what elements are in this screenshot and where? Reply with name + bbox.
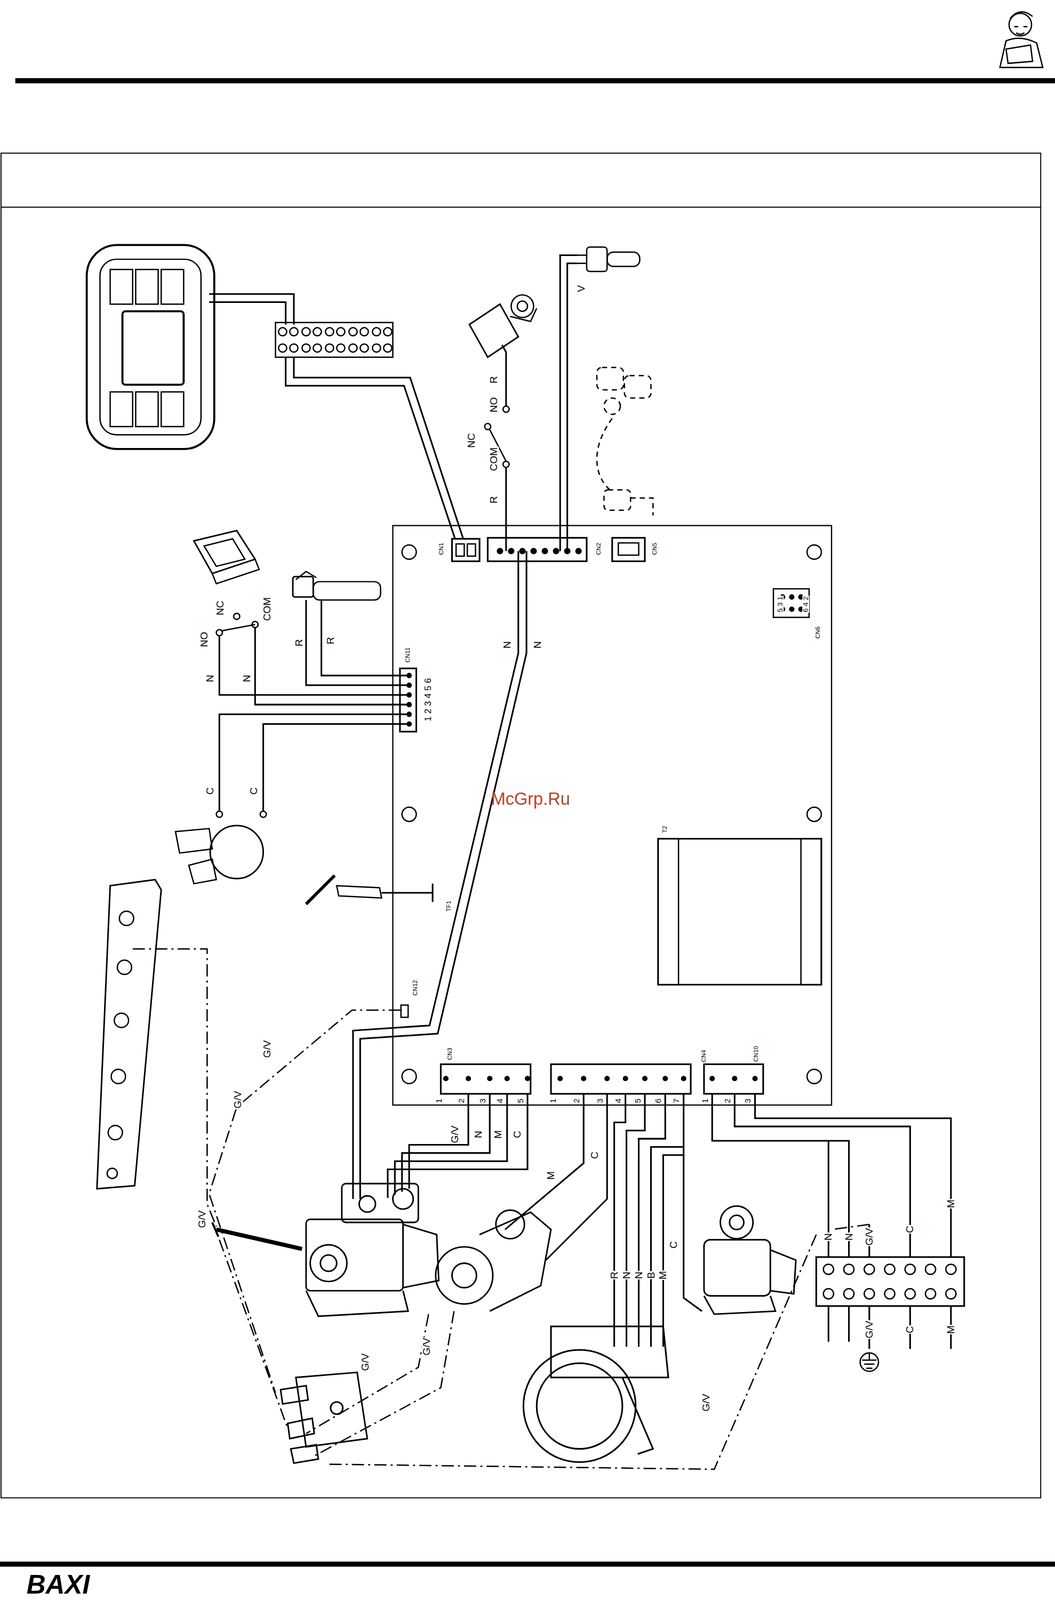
pin-number: 7 [672,1098,681,1105]
wire-label: G/V [864,1320,875,1339]
wire-label: B [645,1271,657,1280]
wire-label: R [488,375,499,385]
connector-label: CN1 [438,542,446,556]
connector-label: CN4 [700,1049,708,1063]
wire-label: C [589,1151,601,1160]
wire-label: C [905,1325,916,1334]
pin-number: 1 2 3 4 5 6 [424,677,434,723]
wire-label: COM [262,596,273,622]
wire-label: N [532,640,543,650]
wire-label: COM [488,446,499,473]
wire-label: C [249,786,260,796]
wire-label: M [545,1170,556,1181]
wire-label: M [945,1199,956,1209]
wire-label: G/V [450,1125,461,1145]
wire-label: C [512,1130,523,1139]
wire-label: NC [215,600,226,617]
pin-number: 6 4 2 [802,595,810,613]
connector-label: CN10 [753,1045,760,1062]
connector-label: CN11 [404,646,412,664]
wire-label: NO [198,631,210,649]
wire-label: NC [466,433,477,450]
wire-label: C [205,786,216,796]
wire-label: N [501,640,513,650]
wire-label: V [576,284,587,293]
pin-number: 1 [700,1098,709,1105]
connector-label: CN6 [814,625,822,639]
pin-number: 2 [572,1098,581,1105]
wire-label: R [488,495,499,505]
wire-label: M [658,1270,669,1281]
wire-label: NO [488,396,499,414]
wire-label: R [293,638,305,647]
wire-label: G/V [232,1090,243,1110]
connector-label: TF1 [445,899,453,912]
wire-label: N [205,674,216,683]
pin-number: 3 [595,1098,604,1105]
wire-label: N [473,1130,484,1139]
wire-label: R [325,636,336,645]
pin-number: 3 [744,1098,753,1105]
wire-label: C [668,1240,679,1250]
pin-number: 6 [653,1098,662,1105]
connector-label: CN5 [651,542,659,556]
wire-label: N [241,674,252,683]
connector-label: CN2 [595,542,603,556]
pin-number: 2 [457,1098,466,1105]
wire-label: G/V [262,1039,273,1059]
wire-label: R [609,1271,620,1280]
wire-label: G/V [421,1337,432,1357]
pin-number: 5 3 1 [777,595,785,613]
wire-label: N [621,1271,632,1280]
pin-number: 1 [434,1098,443,1105]
pin-number: 5 [633,1098,642,1105]
connector-label: CN3 [446,1047,454,1061]
wire-label: M [945,1324,956,1335]
wire-label: G/V [864,1227,875,1246]
connector-label: CN12 [412,979,419,996]
wire-label: N [633,1271,644,1280]
pin-number: 3 [478,1098,487,1105]
wire-label: C [905,1225,916,1234]
watermark: McGrp.Ru [490,790,571,809]
wire-label: G/V [360,1352,371,1372]
brand-logo: BAXI [26,1571,91,1599]
pin-number: 1 [548,1098,557,1105]
pin-number: 4 [614,1098,623,1105]
wire-label: N [843,1232,854,1242]
pin-number: 2 [723,1098,732,1105]
connector-label: T2 [661,825,669,834]
pin-number: 4 [496,1098,505,1105]
wire-label: G/V [700,1393,711,1413]
wire-label: N [823,1232,834,1242]
wire-label: G/V [196,1210,207,1229]
wire-label: M [492,1129,503,1140]
pin-number: 5 [516,1098,525,1105]
